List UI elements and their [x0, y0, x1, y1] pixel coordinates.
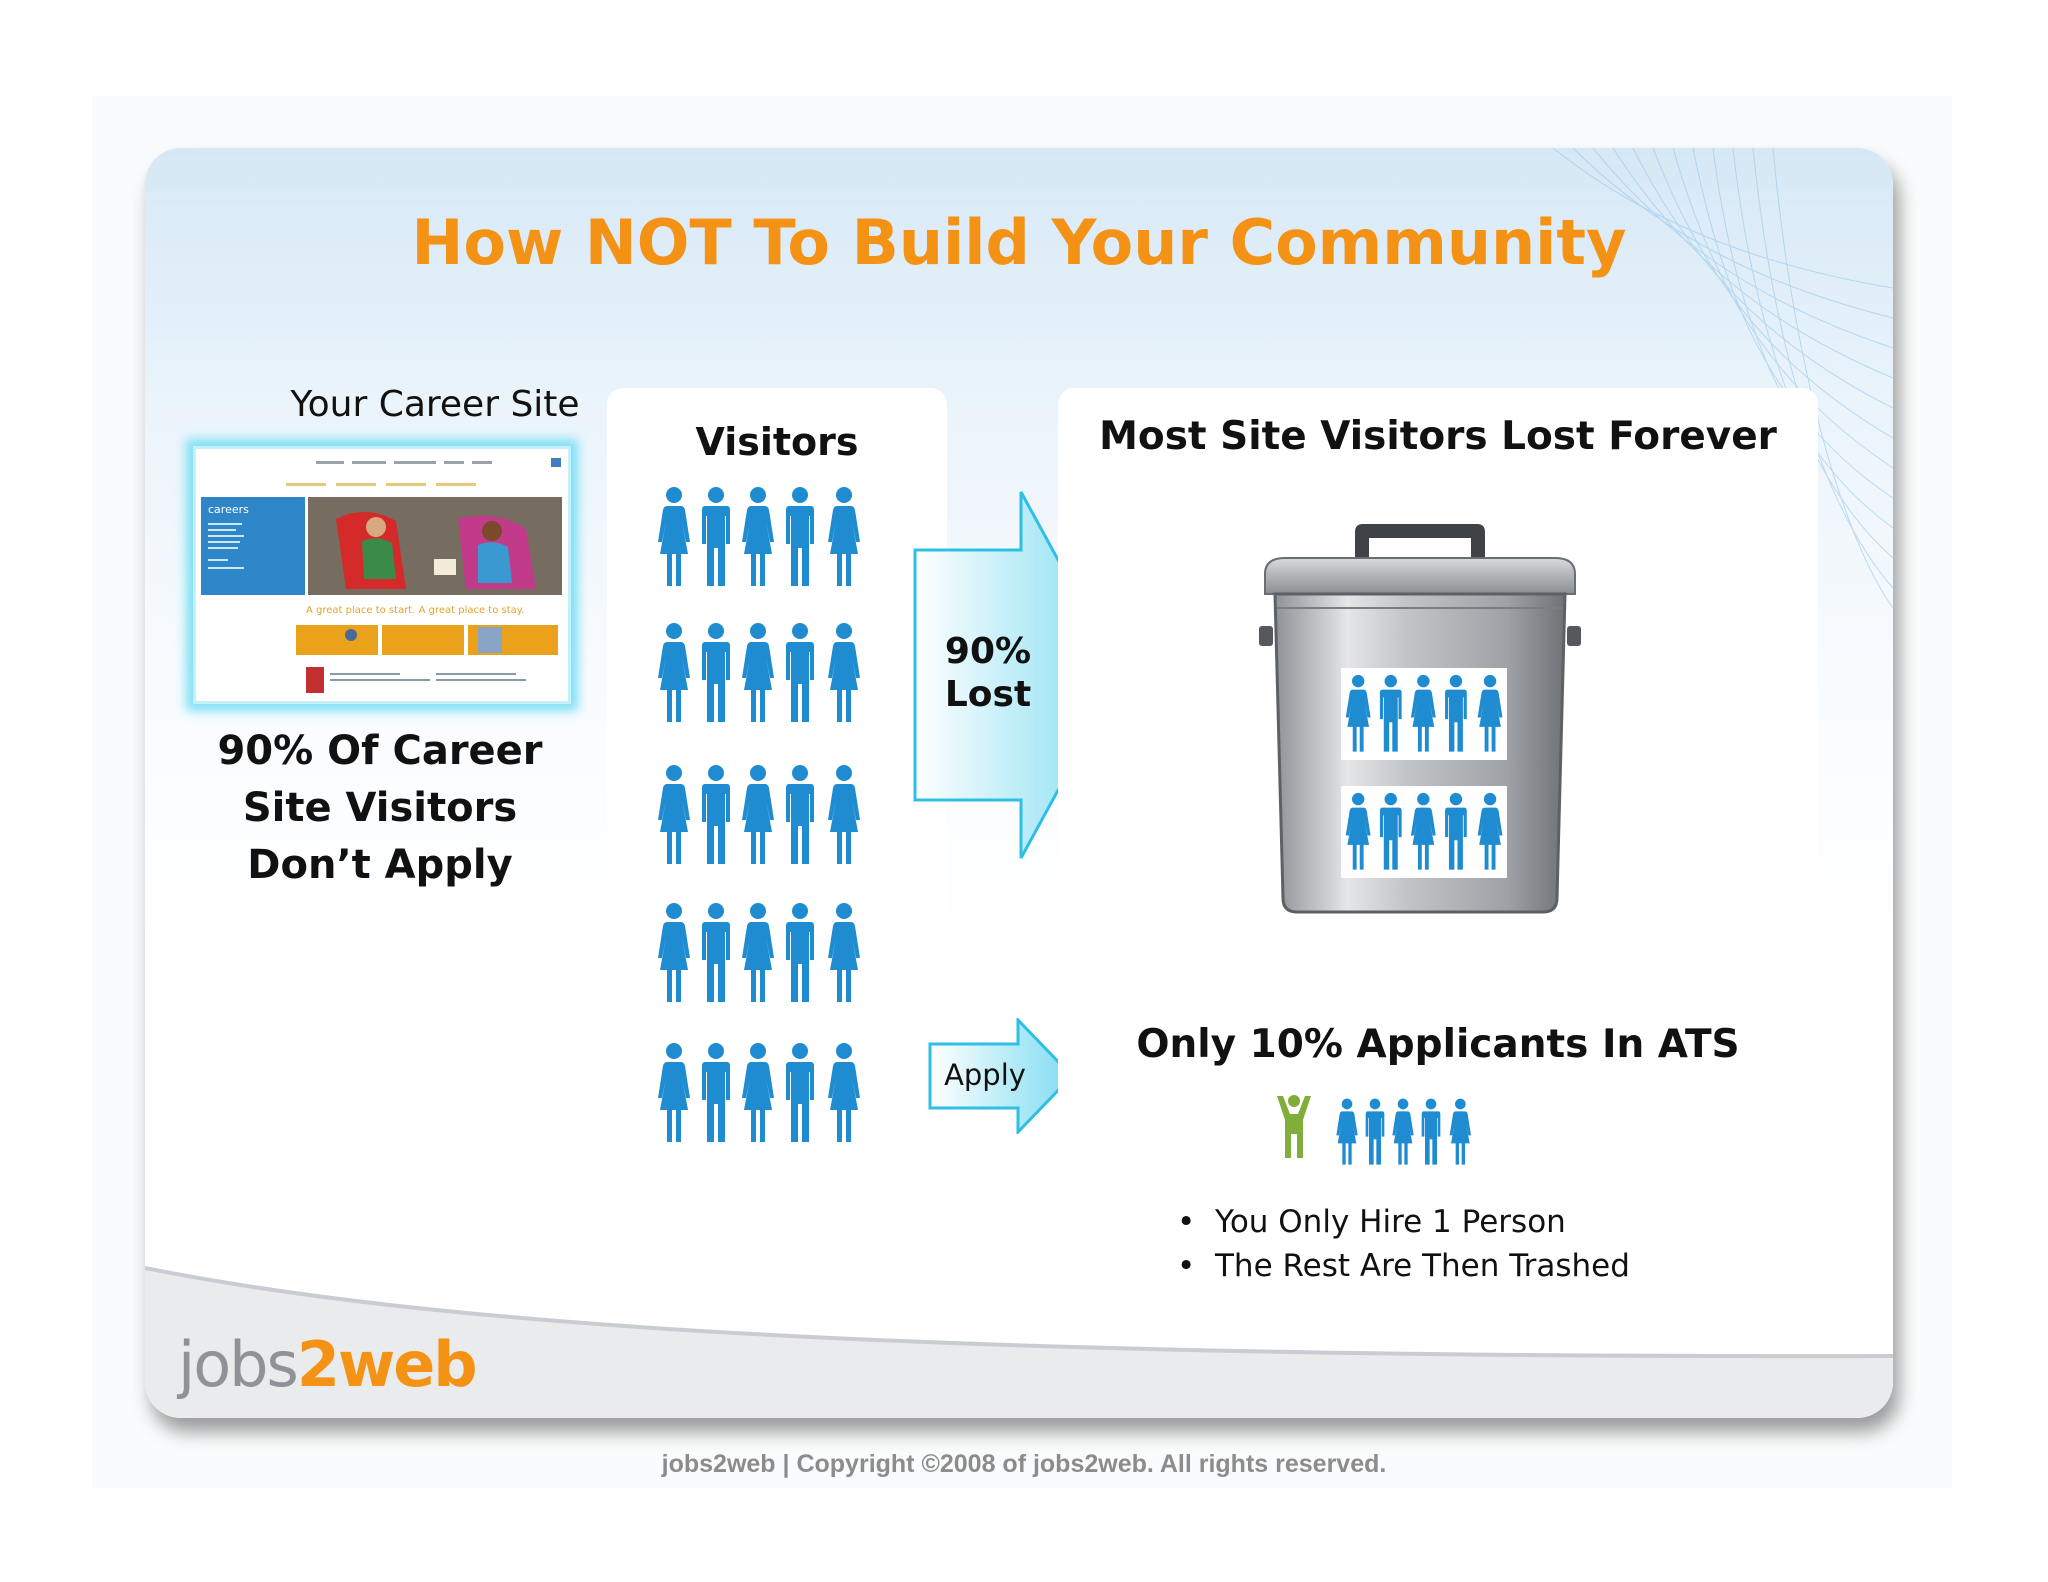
trashed-group-2	[1345, 792, 1511, 876]
lost-panel-title: Most Site Visitors Lost Forever	[1099, 414, 1777, 459]
screenshot-tagline: A great place to start. A great place to…	[306, 605, 524, 616]
slide: How NOT To Build Your Community Your Car…	[145, 148, 1893, 1418]
logo-part-2: 2web	[296, 1328, 478, 1401]
ats-panel: Only 10% Applicants In ATS	[1058, 1004, 1818, 1182]
ats-panel-title: Only 10% Applicants In ATS	[1136, 1022, 1740, 1067]
statement-line-1: 90% Of Career	[217, 728, 543, 774]
screenshot-brand: careers	[208, 503, 249, 516]
jobs2web-logo: jobs2web	[178, 1328, 478, 1401]
visitor-group-3	[655, 764, 873, 872]
visitors-title: Visitors	[695, 420, 859, 464]
applicant-group	[1333, 1098, 1481, 1170]
trashed-group-1	[1345, 674, 1511, 758]
lost-word: Lost	[944, 674, 1032, 715]
apply-label: Apply	[944, 1058, 1026, 1092]
statement-line-3: Don’t Apply	[247, 842, 513, 888]
visitor-group-4	[655, 902, 873, 1010]
statement-line-2: Site Visitors	[242, 785, 518, 831]
hired-person-icon	[1277, 1095, 1311, 1158]
bullet-list: You Only Hire 1 Person The Rest Are Then…	[1177, 1200, 1630, 1288]
logo-part-1: jobs	[178, 1328, 299, 1401]
career-site-label: Your Career Site	[290, 384, 580, 425]
bottom-wave	[145, 1266, 1893, 1418]
lost-arrow-label: 90% Lost	[913, 630, 1063, 716]
footer-copyright: jobs2web | Copyright ©2008 of jobs2web. …	[661, 1450, 1387, 1478]
visitor-group-1	[655, 486, 873, 594]
slide-title: How NOT To Build Your Community	[411, 206, 1627, 279]
visitor-group-2	[655, 622, 873, 730]
apply-arrow	[928, 1018, 1075, 1134]
visitor-group-5	[655, 1042, 873, 1150]
career-site-statement: 90% Of Career Site Visitors Don’t Apply	[185, 723, 575, 894]
lost-percent: 90%	[944, 631, 1032, 672]
bullet-item-1: You Only Hire 1 Person	[1177, 1200, 1630, 1244]
bullet-item-2: The Rest Are Then Trashed	[1177, 1244, 1630, 1288]
career-site-screenshot: careers A great place to start. A great …	[193, 446, 571, 704]
